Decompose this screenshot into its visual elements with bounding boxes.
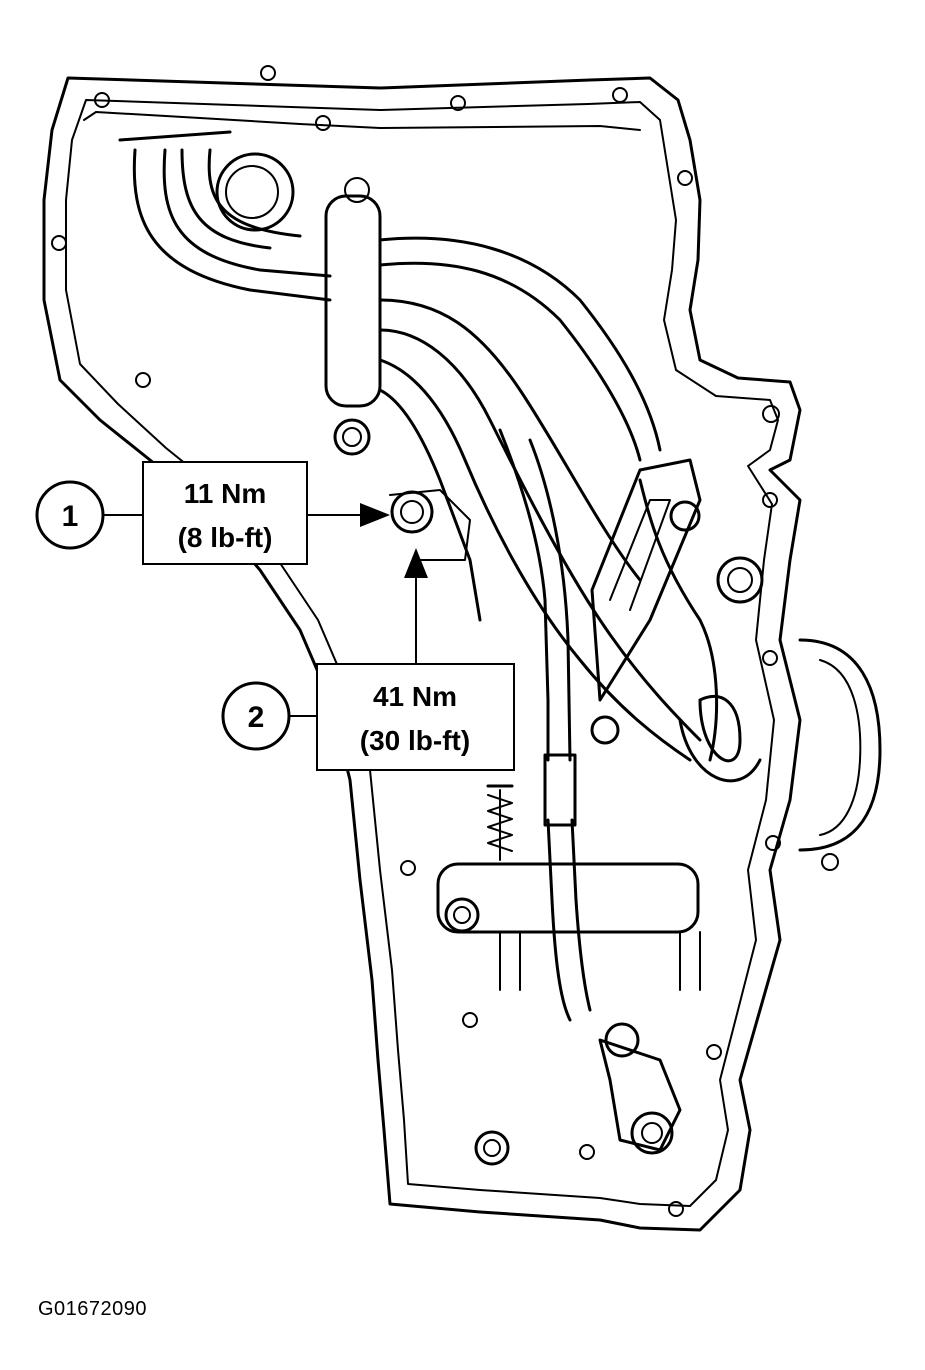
drain-plug bbox=[474, 1130, 510, 1166]
callout-2-number: 2 bbox=[248, 701, 265, 734]
tube-clip bbox=[590, 458, 702, 745]
housing-bolt-holes bbox=[51, 65, 781, 1217]
callout-2-box bbox=[316, 663, 515, 771]
callout-2-torque-imperial: (30 lb-ft) bbox=[360, 725, 470, 756]
small-fasteners bbox=[762, 405, 839, 871]
callout-1-arrowhead bbox=[360, 503, 390, 527]
housing-outline bbox=[42, 76, 802, 1232]
callout-1-torque-metric: 11 Nm bbox=[184, 478, 267, 509]
right-tube-loop bbox=[678, 694, 762, 783]
callout-2-arrowhead bbox=[404, 548, 428, 578]
callout-1-torque-imperial: (8 lb-ft) bbox=[178, 522, 273, 553]
spring bbox=[486, 784, 514, 861]
lower-manifold bbox=[436, 753, 701, 991]
lower-bracket bbox=[598, 1022, 682, 1155]
callout-2-torque-metric: 41 Nm bbox=[373, 681, 457, 712]
callout-1: 1 11 Nm (8 lb-ft) bbox=[35, 461, 390, 565]
upper-bracket bbox=[324, 177, 382, 456]
accumulator bbox=[716, 556, 882, 852]
figure-id: G01672090 bbox=[38, 1298, 148, 1320]
callout-2: 2 41 Nm (30 lb-ft) bbox=[221, 548, 515, 771]
callout-1-number: 1 bbox=[62, 500, 79, 533]
fill-plug bbox=[215, 152, 295, 232]
callout-1-box bbox=[142, 461, 308, 565]
fluid-tubes bbox=[118, 130, 719, 1022]
bolt-1 bbox=[389, 489, 471, 561]
